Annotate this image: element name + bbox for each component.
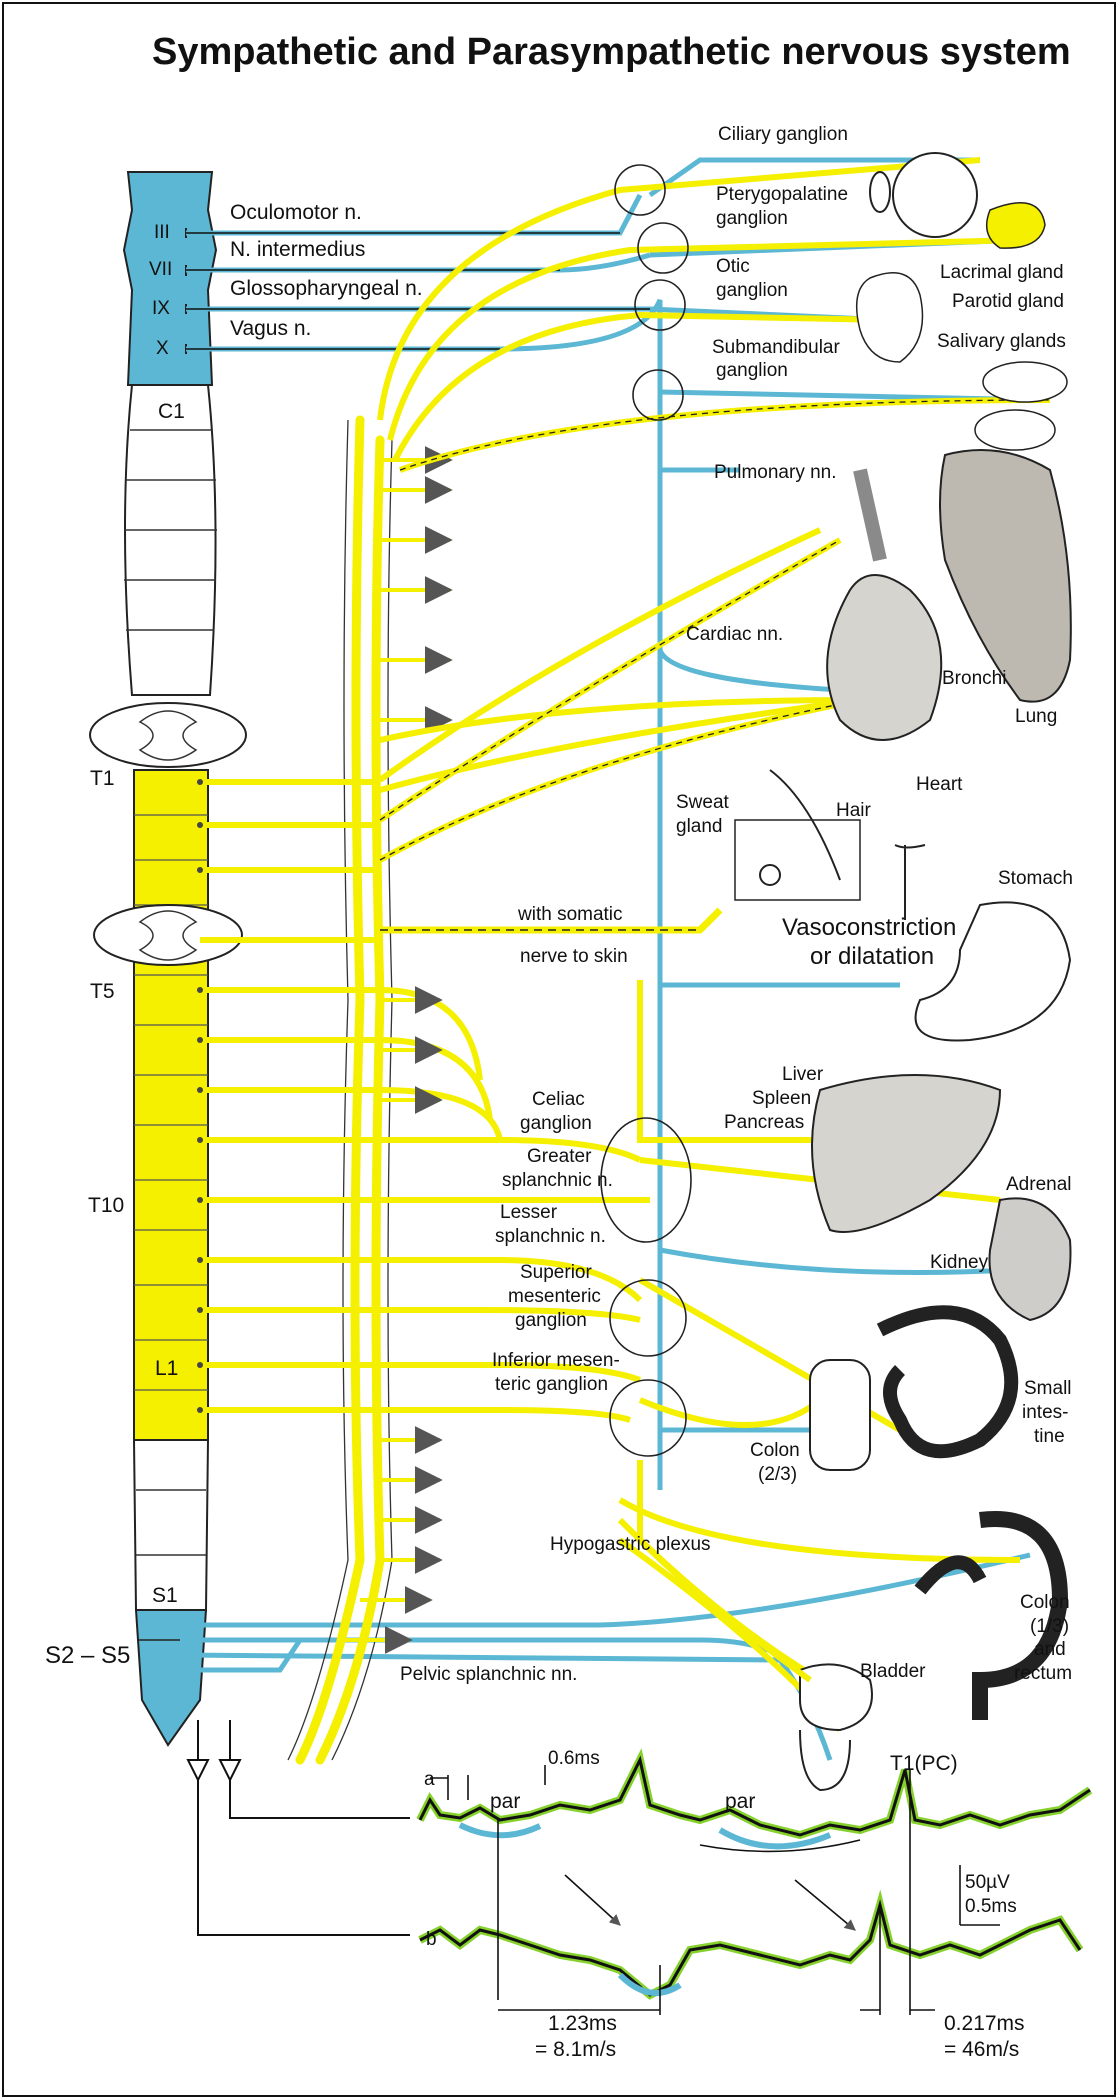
submandibular-label-1: Submandibular: [712, 337, 840, 358]
numeral-x: X: [156, 338, 169, 359]
sup-mes-label-2: mesenteric: [508, 1286, 601, 1307]
trace-b-label: b: [426, 1929, 437, 1950]
numeral-iii: III: [154, 222, 170, 243]
lacrimal-gland-shape: [987, 203, 1045, 248]
greater-label-2: splanchnic n.: [502, 1170, 613, 1191]
par-label-2: par: [725, 1790, 755, 1813]
scale-t-label: 0.5ms: [965, 1896, 1017, 1917]
interval-top-label: 0.6ms: [548, 1748, 600, 1769]
cardiac-label: Cardiac nn.: [686, 624, 783, 645]
numeral-ix: IX: [152, 298, 170, 319]
latency-2-label-2: = 46m/s: [944, 2038, 1019, 2061]
latency-1-label-1: 1.23ms: [548, 2012, 617, 2035]
parasympathetic-sacral-fibers: [180, 1555, 1030, 1760]
colon23-label-1: Colon: [750, 1440, 800, 1461]
diagram-title: Sympathetic and Parasympathetic nervous …: [152, 31, 1071, 73]
lung-label: Lung: [1015, 706, 1057, 727]
parotid-gland-shape: [857, 273, 923, 362]
level-t5: T5: [90, 980, 115, 1003]
colon13-label-3: and: [1034, 1639, 1066, 1660]
adrenal-label: Adrenal: [1006, 1174, 1072, 1195]
sweat-label-2: gland: [676, 816, 723, 837]
liver-label: Liver: [782, 1064, 824, 1085]
sweat-gland-skin: [735, 770, 925, 920]
parotid-label: Parotid gland: [952, 291, 1064, 312]
lacrimal-label: Lacrimal gland: [940, 262, 1064, 283]
hypogastric-label: Hypogastric plexus: [550, 1534, 711, 1555]
pancreas-label: Pancreas: [724, 1112, 804, 1133]
latency-1-label-2: = 8.1m/s: [535, 2038, 616, 2061]
kidney-label: Kidney: [930, 1252, 989, 1273]
otic-label-2: ganglion: [716, 280, 788, 301]
level-c1: C1: [158, 400, 185, 423]
ciliary-label: Ciliary ganglion: [718, 124, 848, 145]
intermedius-label: N. intermedius: [230, 238, 365, 261]
pulmonary-label: Pulmonary nn.: [714, 462, 837, 483]
pterygopalatine-label-2: ganglion: [716, 208, 788, 229]
bronchi-label: Bronchi: [942, 668, 1006, 689]
inf-mes-label-2: teric ganglion: [495, 1374, 608, 1395]
spleen-label: Spleen: [752, 1088, 811, 1109]
pterygopalatine-label-1: Pterygopalatine: [716, 184, 848, 205]
submandibular-label-2: ganglion: [716, 360, 788, 381]
celiac-ganglion-circle: [601, 1118, 691, 1242]
t1pc-label: T1(PC): [890, 1752, 958, 1775]
recording-labels: a b 0.6ms par par T1(PC) 50µV 0.5ms 1.23…: [424, 1748, 1025, 2061]
bladder-label: Bladder: [860, 1661, 926, 1682]
oculomotor-label: Oculomotor n.: [230, 201, 362, 224]
colon13-label-1: Colon: [1020, 1592, 1070, 1613]
level-t10: T10: [88, 1194, 124, 1217]
heart-label: Heart: [916, 774, 963, 795]
small-intestine-label-2: intes-: [1022, 1402, 1068, 1423]
lung-shape: [940, 450, 1071, 702]
level-l1: L1: [155, 1357, 178, 1380]
small-intestine-label-3: tine: [1034, 1426, 1065, 1447]
salivary-label: Salivary glands: [937, 331, 1066, 352]
latency-2-label-1: 0.217ms: [944, 2012, 1025, 2035]
scale-v-label: 50µV: [965, 1872, 1010, 1893]
colon13-label-4: rectum: [1014, 1663, 1072, 1684]
salivary-glands-shape: [975, 362, 1067, 450]
hair-label: Hair: [836, 800, 872, 821]
trace-b: [420, 1905, 1080, 1995]
vaso-label-2: or dilatation: [810, 943, 934, 970]
numeral-vii: VII: [149, 259, 172, 280]
vagus-label: Vagus n.: [230, 317, 311, 340]
celiac-label-2: ganglion: [520, 1113, 592, 1134]
liver-shape: [812, 1075, 1000, 1232]
inf-mes-label-1: Inferior mesen-: [492, 1350, 620, 1371]
cervical-segment: [125, 385, 216, 695]
par-label-1: par: [490, 1790, 520, 1813]
lesser-label-2: splanchnic n.: [495, 1226, 606, 1247]
small-intestine-label-1: Small: [1024, 1378, 1072, 1399]
sup-mes-label-1: Superior: [520, 1262, 592, 1283]
greater-label-1: Greater: [527, 1146, 592, 1167]
sup-mes-label-3: ganglion: [515, 1310, 587, 1331]
colon13-label-2: (1/3): [1030, 1616, 1069, 1637]
kidney-shape: [990, 1198, 1071, 1320]
vaso-label-1: Vasoconstriction: [782, 914, 956, 941]
colon23-label-2: (2/3): [758, 1464, 797, 1485]
level-t1: T1: [90, 767, 115, 790]
cord-cross-section-upper: [90, 703, 246, 767]
level-s1: S1: [152, 1584, 178, 1607]
pelvic-label: Pelvic splanchnic nn.: [400, 1664, 577, 1685]
intestine-shape: [810, 1312, 1011, 1470]
stomach-label: Stomach: [998, 868, 1073, 889]
lesser-label-1: Lesser: [500, 1202, 558, 1223]
cord-cross-section-lower: [94, 905, 242, 965]
trachea: [860, 470, 880, 560]
somatic-label-2: nerve to skin: [520, 946, 628, 967]
somatic-label-1: with somatic: [517, 904, 623, 925]
celiac-label-1: Celiac: [532, 1089, 585, 1110]
sacral-segment: [136, 1610, 206, 1745]
sweat-label-1: Sweat: [676, 792, 730, 813]
glossopharyngeal-label: Glossopharyngeal n.: [230, 277, 423, 300]
heart-shape: [827, 575, 941, 740]
trace-a-label: a: [424, 1769, 435, 1790]
otic-label-1: Otic: [716, 256, 750, 277]
level-s2-s5: S2 – S5: [45, 1642, 130, 1669]
